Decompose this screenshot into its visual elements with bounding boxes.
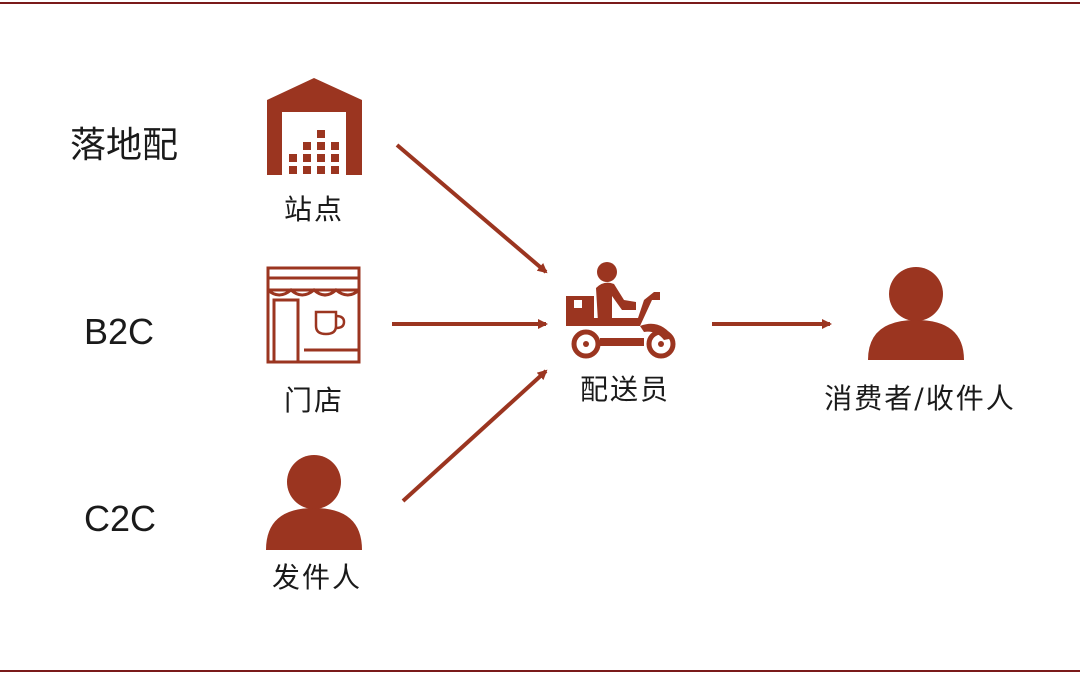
station-label: 站点 [283, 193, 344, 226]
arrow-sender-to-courier [401, 369, 548, 503]
row-label-c2c: C2C [84, 498, 157, 539]
row-label-last-mile: 落地配 [70, 125, 179, 166]
courier-label: 配送员 [579, 373, 670, 406]
warehouse-icon [267, 78, 362, 175]
store-icon [266, 266, 361, 364]
sender-person-icon [266, 455, 362, 550]
arrow-station-to-courier [395, 143, 548, 274]
sender-label: 发件人 [271, 561, 362, 594]
row-label-b2c: B2C [84, 311, 155, 352]
bottom-rule [0, 670, 1080, 672]
delivery-scooter-icon [566, 262, 676, 359]
consumer-label: 消费者/收件人 [824, 382, 1016, 415]
top-rule [0, 2, 1080, 4]
consumer-person-icon [868, 267, 964, 360]
store-label: 门店 [283, 384, 344, 417]
